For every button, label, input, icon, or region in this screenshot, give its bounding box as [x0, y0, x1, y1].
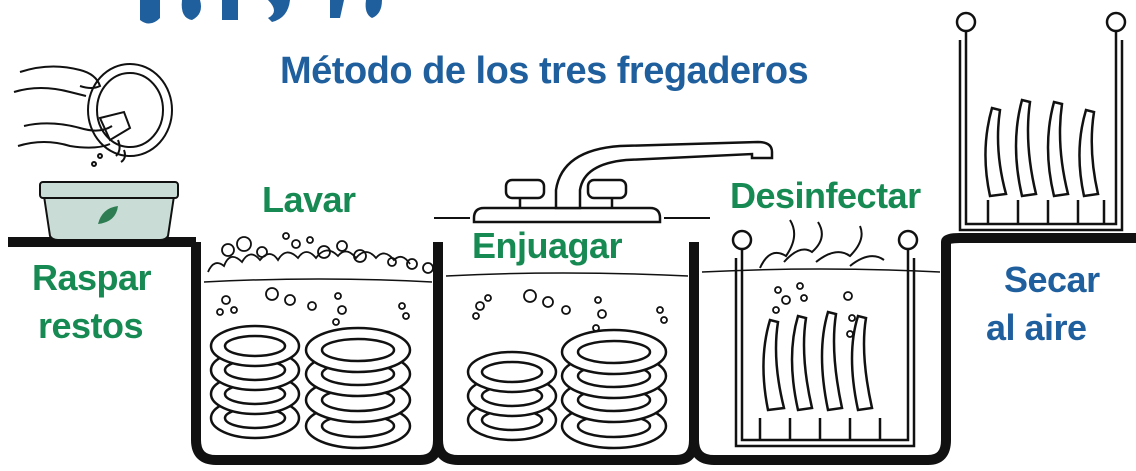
step-dry-label-line2: al aire	[986, 307, 1087, 348]
sink-counter	[8, 233, 1136, 465]
steam-lines	[759, 219, 885, 269]
step-scrape-label-line1: Raspar	[32, 257, 152, 298]
step-wash-label: Lavar	[262, 179, 356, 220]
step-scrape-label-line2: restos	[38, 305, 144, 346]
soap-suds	[207, 232, 434, 274]
plates-wash-sink	[209, 324, 412, 450]
rack-sanitize-sink	[731, 229, 919, 448]
scraping-hands-illustration	[13, 63, 173, 167]
bubbles	[216, 282, 856, 338]
diagram-title: Método de los tres fregaderos	[280, 50, 809, 92]
step-sanitize-label: Desinfectar	[730, 175, 921, 216]
drying-rack	[955, 11, 1127, 232]
step-dry-label-line1: Secar	[1004, 259, 1100, 300]
plates-rinse-sink	[466, 328, 668, 450]
cut-off-headline	[140, 0, 382, 24]
water-lines	[203, 268, 941, 283]
scrap-container	[39, 181, 179, 241]
leaf-icon	[98, 206, 118, 224]
step-rinse-label: Enjuagar	[472, 225, 623, 266]
faucet-illustration	[472, 140, 774, 224]
